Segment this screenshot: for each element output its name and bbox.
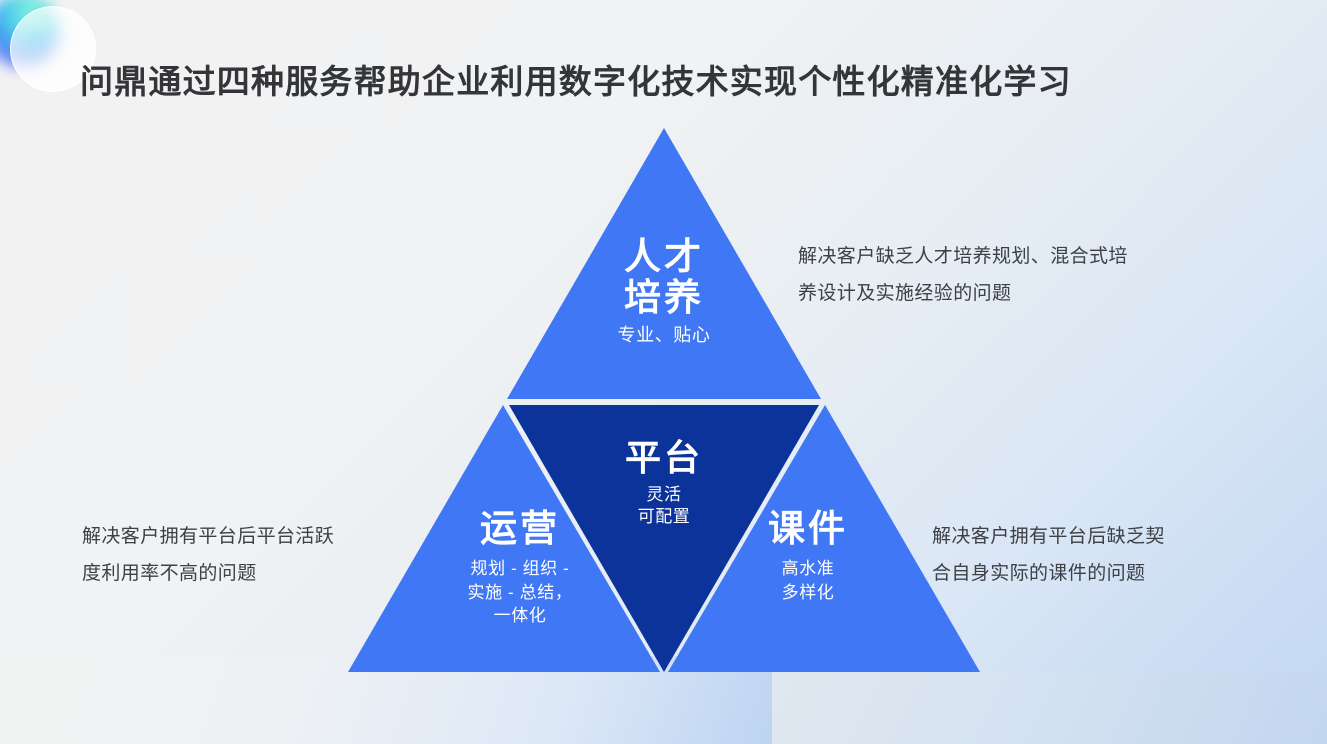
annotation-top-right-line1: 解决客户缺乏人才培养规划、混合式培 xyxy=(798,246,1128,267)
segment-center-shape[interactable] xyxy=(509,405,819,672)
annotation-right: 解决客户拥有平台后缺乏契 合自身实际的课件的问题 xyxy=(932,518,1232,592)
background-band-right xyxy=(772,672,1327,744)
annotation-top-right: 解决客户缺乏人才培养规划、混合式培 养设计及实施经验的问题 xyxy=(798,238,1198,312)
segment-right-shape[interactable] xyxy=(668,405,980,672)
outline-circle-icon xyxy=(10,6,96,92)
triangle-diagram-svg xyxy=(348,128,980,672)
annotation-left-line1: 解决客户拥有平台后平台活跃 xyxy=(82,526,335,547)
triangle-diagram: 人才 培养 专业、贴心 平台 灵活 可配置 运营 规划 - 组织 - 实施 - … xyxy=(348,126,980,674)
annotation-top-right-line2: 养设计及实施经验的问题 xyxy=(798,283,1012,305)
annotation-left-line2: 度利用率不高的问题 xyxy=(82,563,257,585)
segment-top-shape[interactable] xyxy=(507,128,821,399)
annotation-right-line2: 合自身实际的课件的问题 xyxy=(932,563,1146,585)
annotation-left: 解决客户拥有平台后平台活跃 度利用率不高的问题 xyxy=(82,518,412,592)
decorative-orb xyxy=(0,0,136,140)
annotation-right-line1: 解决客户拥有平台后缺乏契 xyxy=(932,526,1165,547)
page-title: 问鼎通过四种服务帮助企业利用数字化技术实现个性化精准化学习 xyxy=(80,63,1072,100)
segment-left-shape[interactable] xyxy=(348,405,660,672)
